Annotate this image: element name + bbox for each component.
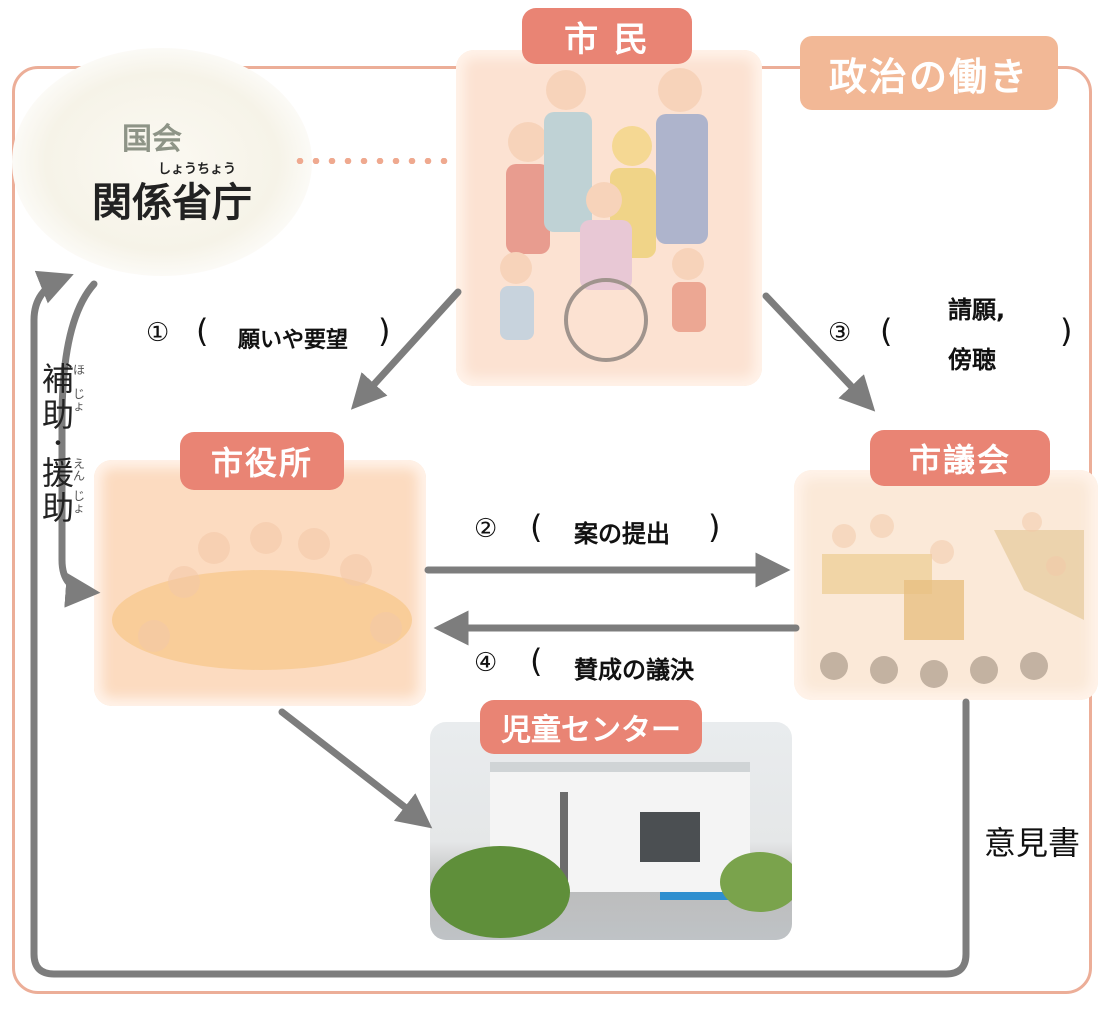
national-government-bubble [12, 48, 312, 276]
shocho-label: 関係省庁 [92, 180, 252, 226]
city-council-label: 市議会 [870, 430, 1050, 486]
shocho-ruby: しょうちょう [158, 162, 237, 177]
flow1-number: ① [146, 318, 170, 348]
city-office-illustration [94, 460, 426, 706]
support-label: 補 助 ・ 援 助 [40, 360, 76, 528]
flow2-open: ( [530, 508, 543, 546]
flow2-text: 案の提出 [574, 520, 670, 548]
arrow-citizens-to-office [350, 288, 462, 410]
support-char-1: 補 [41, 360, 74, 398]
flow3-number: ③ [828, 318, 852, 348]
support-char-2: 助 [41, 395, 74, 434]
children-center-photo [430, 722, 792, 940]
enjo-ruby-2: じょ [72, 489, 85, 515]
opinion-label: 意見書 [984, 824, 1081, 862]
children-center-label: 児童センター [480, 700, 702, 754]
citizens-figures-icon [500, 68, 708, 362]
flow1-close: ) [378, 312, 391, 350]
city-council-illustration [794, 470, 1098, 700]
flow1-text: 願いや要望 [238, 328, 349, 353]
flow3-text-2: 傍聴 [948, 346, 996, 374]
assembly-hall-icon [820, 512, 1084, 688]
flow2-number: ② [474, 514, 498, 544]
support-char-5: 助 [41, 489, 74, 528]
support-char-4: 援 [41, 453, 74, 492]
arrow-opinion-to-government [30, 270, 970, 978]
support-char-3: ・ [46, 431, 69, 457]
hojo-ruby-2: じょ [72, 387, 85, 413]
hojo-ruby-1: ほ [72, 363, 85, 377]
diagram-title: 政治の働き [800, 36, 1058, 110]
citizens-illustration [456, 50, 762, 386]
arrow-government-to-office [58, 280, 101, 608]
arrow-citizens-to-council [762, 292, 876, 412]
meeting-table-icon [112, 522, 412, 670]
flow4-number: ④ [474, 648, 498, 678]
flow3-open: ( [880, 312, 893, 350]
flow4-open: ( [530, 642, 543, 680]
flow4-text: 賛成の議決 [574, 656, 694, 684]
flow2-close: ) [708, 508, 721, 546]
arrow-office-to-center [278, 708, 433, 829]
kokkai-label: 国会 [122, 122, 182, 157]
dotted-connector [292, 158, 462, 164]
flow3-close: ) [1060, 312, 1073, 350]
flow3-text-1: 請願, [948, 296, 1006, 324]
building-icon [430, 762, 792, 938]
flow1-open: ( [196, 312, 209, 350]
city-office-label: 市役所 [180, 432, 344, 490]
citizens-label: 市 民 [522, 8, 692, 64]
enjo-ruby-1: えん [72, 457, 85, 483]
